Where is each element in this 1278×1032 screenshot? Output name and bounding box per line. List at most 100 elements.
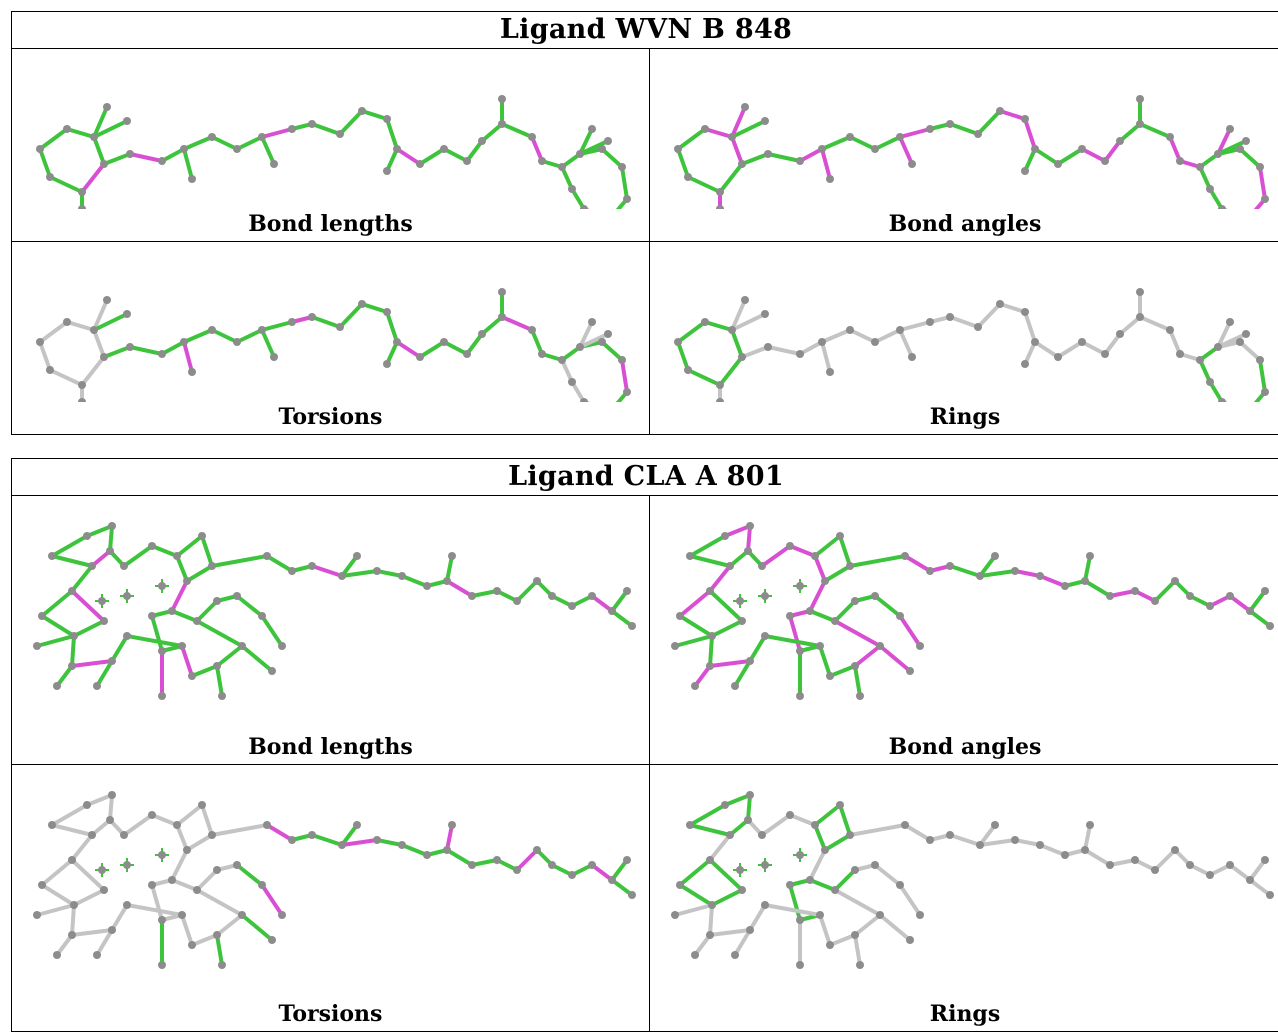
bond (1228, 594, 1252, 613)
atom (558, 356, 566, 364)
bond (788, 813, 817, 827)
atom (70, 632, 78, 640)
bond (182, 340, 194, 374)
bond (445, 848, 474, 867)
panel-caption: Bond angles (888, 734, 1042, 760)
atom (721, 532, 729, 540)
bond (820, 135, 852, 151)
atom (158, 157, 166, 165)
bond (1118, 315, 1142, 336)
atom (738, 353, 746, 361)
bond (1056, 340, 1084, 359)
atom (608, 607, 616, 615)
atom (851, 662, 859, 670)
bond (688, 823, 732, 837)
bond (92, 312, 129, 332)
atom (916, 911, 924, 919)
atom (93, 682, 101, 690)
atom (826, 368, 834, 376)
bond (150, 544, 179, 558)
bond (766, 345, 802, 356)
atom (148, 612, 156, 620)
bond (50, 554, 94, 568)
atom (478, 330, 486, 338)
atom (100, 886, 108, 894)
bond (873, 863, 902, 887)
bond (903, 823, 932, 842)
atom (706, 587, 714, 595)
atom (123, 901, 131, 909)
atom (926, 567, 934, 575)
bond (1258, 358, 1267, 394)
atom (1021, 360, 1029, 368)
bond (615, 390, 629, 402)
bond (210, 823, 269, 837)
atom (1214, 343, 1222, 351)
atom (851, 597, 859, 605)
bond (418, 147, 446, 166)
bond (808, 609, 837, 623)
atom (568, 185, 576, 193)
panel-bond-angles: Bond angles (650, 496, 1278, 764)
atom (1136, 95, 1144, 103)
panel-torsions: Torsions (12, 765, 650, 1031)
atom (53, 951, 61, 959)
bond (788, 614, 802, 653)
bond (853, 933, 862, 967)
atom (826, 941, 834, 949)
bond (385, 310, 399, 344)
bond (70, 903, 76, 937)
bond (1103, 139, 1122, 163)
atom (1176, 350, 1184, 358)
bond (310, 315, 342, 329)
bond (688, 534, 727, 558)
bond (260, 883, 284, 917)
bond (1038, 843, 1067, 857)
bond (170, 848, 189, 882)
bond (898, 883, 922, 917)
bond (1056, 147, 1084, 166)
bond (72, 888, 106, 907)
bond (853, 913, 882, 937)
bond (48, 368, 84, 387)
atom (786, 612, 794, 620)
atom (758, 562, 766, 570)
bond (590, 863, 614, 882)
bond (848, 328, 877, 344)
bond (873, 328, 902, 344)
bond (85, 524, 114, 538)
atom (188, 175, 196, 183)
atom (976, 572, 984, 580)
atom (906, 936, 914, 944)
bond (110, 634, 129, 663)
bond (730, 312, 767, 332)
atom (1021, 308, 1029, 316)
bond (746, 524, 752, 553)
atom (1261, 587, 1269, 595)
atom (706, 856, 714, 864)
atom (1236, 145, 1244, 153)
bond (746, 793, 752, 822)
bond (560, 358, 574, 384)
bond (70, 928, 114, 937)
atom (598, 338, 606, 346)
atom (258, 612, 266, 620)
bond (530, 328, 544, 356)
bond (195, 888, 244, 917)
atom (148, 811, 156, 819)
atom (706, 931, 714, 939)
panel-bond-lengths: Bond lengths (12, 496, 650, 764)
atom (528, 326, 536, 334)
atom (416, 353, 424, 361)
bond (978, 838, 1017, 847)
bond (578, 332, 610, 349)
atom (818, 145, 826, 153)
atom (761, 901, 769, 909)
bond (1080, 147, 1107, 163)
bond (730, 135, 744, 166)
bond (70, 659, 114, 668)
bond (195, 868, 219, 892)
panel-row: Bond lengths Bond angles (12, 49, 1278, 242)
bond (898, 127, 932, 139)
bond (733, 659, 752, 688)
